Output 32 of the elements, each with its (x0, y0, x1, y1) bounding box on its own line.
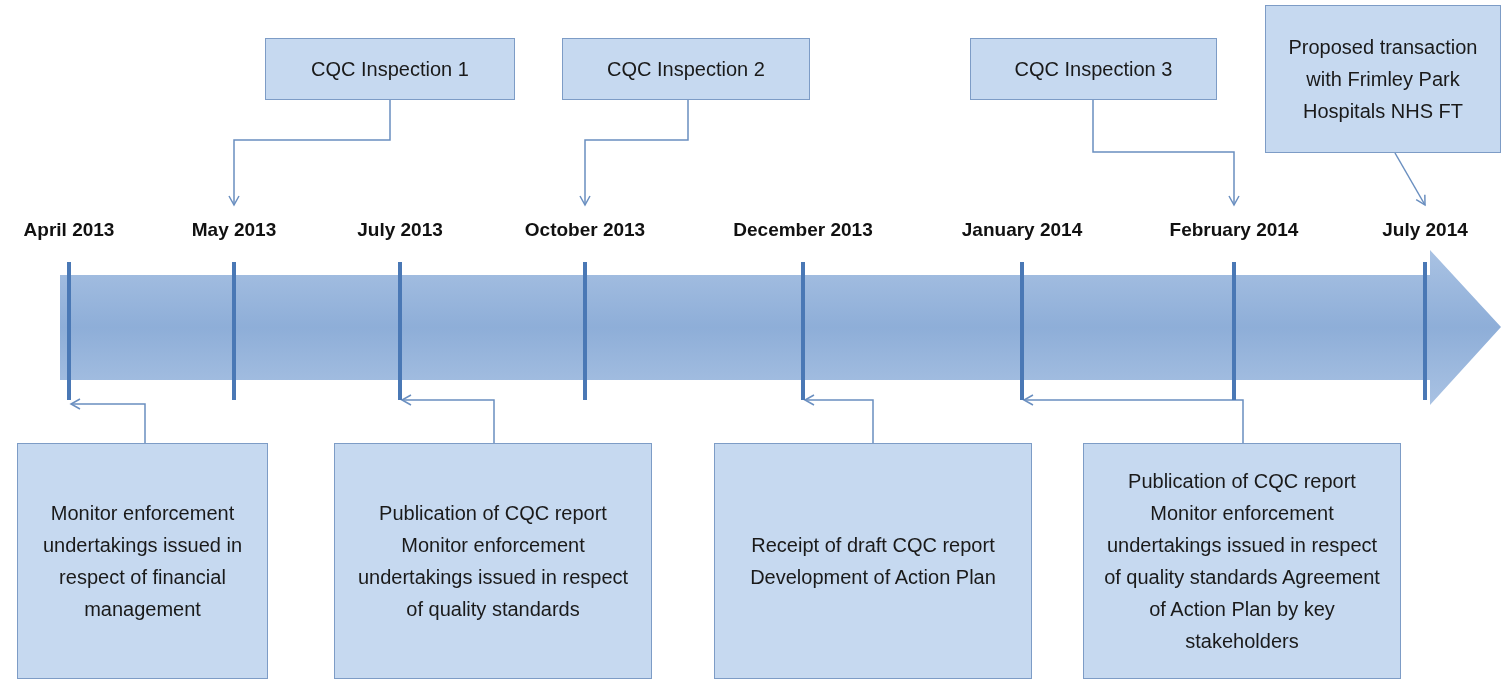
arrow (1023, 394, 1244, 444)
box-text: Receipt of draft CQC report Development of Action Plan (749, 533, 997, 590)
date-label: May 2013 (190, 219, 278, 241)
arrow (579, 99, 689, 206)
arrow (228, 99, 391, 206)
arrow (1092, 99, 1240, 206)
milestone-box (1083, 443, 1401, 679)
milestone-box (334, 443, 652, 679)
arrow (1394, 152, 1426, 206)
box-text: CQC Inspection 2 (607, 57, 765, 82)
date-label: December 2013 (732, 219, 874, 241)
box-text: Proposed transaction with Frimley Park Hospitals NHS FT (1287, 35, 1479, 124)
date-label: October 2013 (523, 219, 647, 241)
box-text: CQC Inspection 1 (311, 57, 469, 82)
box-text: CQC Inspection 3 (1014, 57, 1173, 82)
event-box (562, 38, 810, 100)
box-text: Publication of CQC report Monitor enforcement undertakings issued in respect of quality standards (356, 501, 630, 622)
event-box (265, 38, 515, 100)
date-label: July 2013 (356, 219, 444, 241)
milestone-box (17, 443, 268, 679)
date-label: July 2014 (1381, 219, 1469, 241)
date-label: February 2014 (1168, 219, 1300, 241)
milestone-box (714, 443, 1032, 679)
box-text: Monitor enforcement undertakings issued in respect of financial management (42, 501, 243, 622)
arrow (804, 394, 874, 444)
date-label: April 2013 (22, 219, 116, 241)
box-text: Publication of CQC report Monitor enforcement undertakings issued in respect of quality standards Agreement of Action Plan by key stakeholders (1103, 469, 1381, 654)
arrow (401, 394, 495, 444)
date-label: January 2014 (960, 219, 1084, 241)
event-box (970, 38, 1217, 100)
event-box (1265, 5, 1501, 153)
arrow (70, 398, 146, 444)
